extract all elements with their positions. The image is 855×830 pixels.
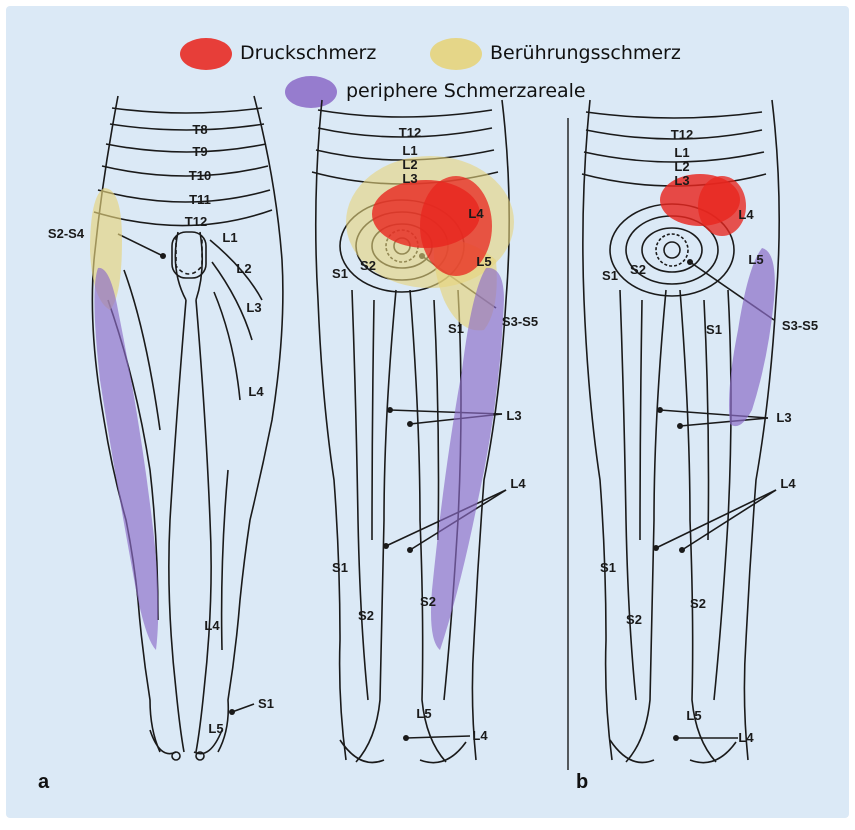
label-l4-lower: L4 <box>204 618 220 633</box>
label-s1-leg: S1 <box>600 560 616 575</box>
label-t9: T9 <box>192 144 207 159</box>
label-l2: L2 <box>402 157 417 172</box>
label-l5: L5 <box>208 721 223 736</box>
label-s2-leg: S2 <box>626 612 642 627</box>
label-l5-foot: L5 <box>416 706 431 721</box>
panel-label-b: b <box>576 771 588 794</box>
label-s1-hip: S1 <box>602 268 618 283</box>
label-s3-s5: S3-S5 <box>782 318 818 333</box>
label-s2-hip: S2 <box>360 258 376 273</box>
label-s1-leg: S1 <box>332 560 348 575</box>
legend-label-peripheral: periphere Schmerzareale <box>346 80 586 102</box>
legend-label-pressure: Druckschmerz <box>240 42 376 64</box>
label-l3: L3 <box>246 300 261 315</box>
label-l4-leg: L4 <box>780 476 796 491</box>
label-l1: L1 <box>402 143 417 158</box>
label-s1-buttock: S1 <box>706 322 722 337</box>
legend-label-touch: Berührungsschmerz <box>490 42 681 64</box>
label-s1: S1 <box>258 696 274 711</box>
legend-swatch-peripheral <box>285 76 337 108</box>
label-l1: L1 <box>674 145 689 160</box>
label-s2-leg: S2 <box>358 608 374 623</box>
label-l5-foot: L5 <box>686 708 701 723</box>
legend-swatch-touch <box>430 38 482 70</box>
label-t12: T12 <box>671 127 693 142</box>
label-l2: L2 <box>236 261 251 276</box>
label-l4-leg: L4 <box>510 476 526 491</box>
label-l3-leg: L3 <box>506 408 521 423</box>
label-s3-s5: S3-S5 <box>502 314 538 329</box>
label-s2-s4: S2-S4 <box>48 226 85 241</box>
label-t12: T12 <box>399 125 421 140</box>
label-s1-buttock: S1 <box>448 321 464 336</box>
label-l4-top: L4 <box>468 206 484 221</box>
label-t10: T10 <box>189 168 211 183</box>
label-s2-calf: S2 <box>690 596 706 611</box>
label-s2-hip: S2 <box>630 262 646 277</box>
label-t12: T12 <box>185 214 207 229</box>
label-s2-calf: S2 <box>420 594 436 609</box>
label-l1: L1 <box>222 230 237 245</box>
label-t8: T8 <box>192 122 207 137</box>
label-l3: L3 <box>674 173 689 188</box>
label-s1-hip: S1 <box>332 266 348 281</box>
label-l3-leg: L3 <box>776 410 791 425</box>
label-l2: L2 <box>674 159 689 174</box>
label-l5: L5 <box>748 252 763 267</box>
label-l4: L4 <box>248 384 264 399</box>
label-l4-top: L4 <box>738 207 754 222</box>
label-t11: T11 <box>189 192 211 207</box>
label-l4-foot: L4 <box>472 728 488 743</box>
back-b-pressure-area-lateral <box>698 176 746 236</box>
legend-swatch-pressure <box>180 38 232 70</box>
panel-label-a: a <box>38 771 49 794</box>
label-l5: L5 <box>476 254 491 269</box>
label-l3: L3 <box>402 171 417 186</box>
label-l4-foot: L4 <box>738 730 754 745</box>
